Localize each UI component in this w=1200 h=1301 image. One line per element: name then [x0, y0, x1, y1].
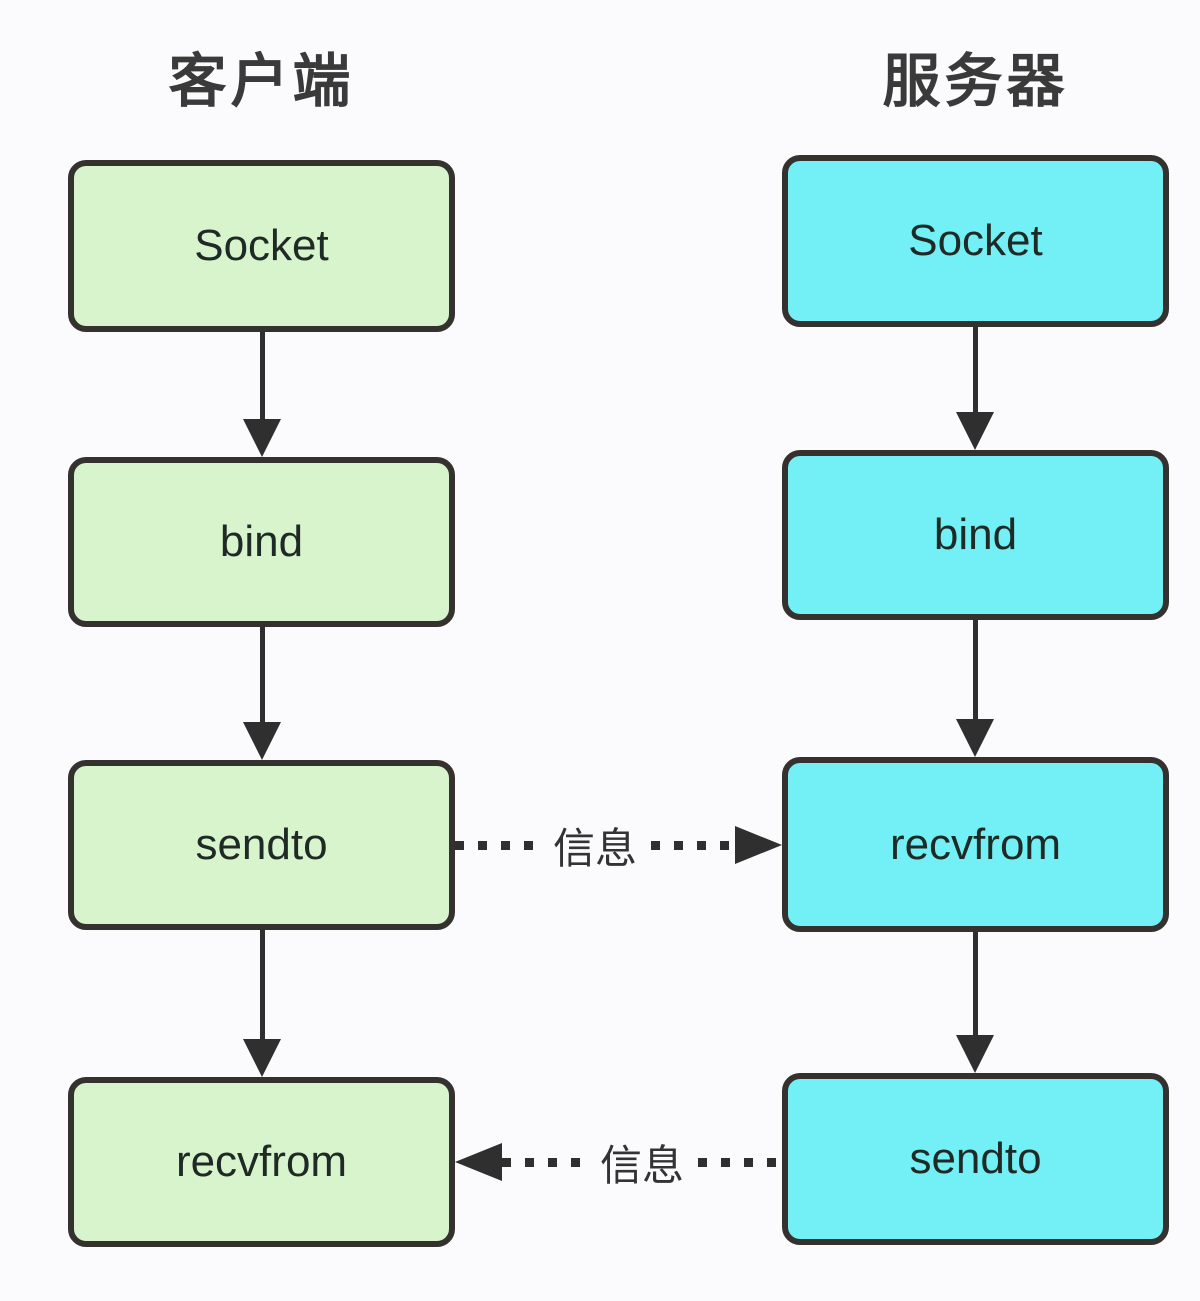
arrowhead-left-icon — [455, 1143, 502, 1181]
arrowhead-down-icon — [243, 722, 281, 760]
client-arrow-bind-to-sendto — [242, 627, 282, 760]
server-sendto-box: sendto — [782, 1073, 1169, 1245]
server-bind-label: bind — [933, 510, 1018, 559]
arrowhead-down-icon — [956, 412, 994, 450]
arrowhead-down-icon — [956, 1035, 994, 1073]
server-recvfrom-label: recvfrom — [889, 819, 1062, 869]
arrowhead-right-icon — [735, 826, 783, 864]
arrowhead-down-icon — [243, 419, 281, 457]
arrow-shaft — [259, 930, 265, 1039]
dotted-line — [502, 1157, 586, 1167]
server-column-title: 服务器 — [882, 49, 1069, 114]
client-sendto-box: sendto — [68, 760, 455, 930]
message-label: 信息 — [553, 824, 638, 872]
arrowhead-down-icon — [956, 719, 994, 757]
server-bind-box: bind — [782, 450, 1169, 620]
server-recvfrom-box: recvfrom — [782, 757, 1169, 932]
message-arrow-server-to-client: 信息 — [455, 1136, 783, 1189]
client-socket-box: Socket — [68, 160, 455, 332]
client-recvfrom-box: recvfrom — [68, 1077, 455, 1247]
client-arrow-socket-to-bind — [242, 332, 282, 457]
arrow-shaft — [972, 327, 978, 412]
client-column-title: 客户端 — [168, 49, 355, 114]
message-label: 信息 — [600, 1141, 685, 1189]
arrow-shaft — [972, 932, 978, 1035]
server-arrow-recvfrom-to-sendto — [955, 932, 995, 1073]
client-arrow-sendto-to-recvfrom — [242, 930, 282, 1077]
message-arrow-client-to-server: 信息 — [455, 819, 783, 872]
arrow-shaft — [259, 627, 265, 722]
client-sendto-label: sendto — [195, 820, 328, 869]
dotted-line — [455, 840, 539, 850]
arrowhead-down-icon — [243, 1039, 281, 1077]
dotted-line — [651, 840, 736, 850]
dotted-line — [698, 1157, 783, 1167]
client-bind-box: bind — [68, 457, 455, 627]
client-recvfrom-label: recvfrom — [175, 1137, 348, 1186]
arrow-shaft — [972, 620, 978, 719]
arrow-shaft — [259, 332, 265, 419]
server-socket-label: Socket — [908, 216, 1043, 265]
server-arrow-socket-to-bind — [955, 327, 995, 450]
server-sendto-label: sendto — [909, 1134, 1042, 1183]
client-bind-label: bind — [219, 517, 304, 566]
client-socket-label: Socket — [194, 221, 329, 270]
server-arrow-bind-to-recvfrom — [955, 620, 995, 757]
server-socket-box: Socket — [782, 155, 1169, 327]
